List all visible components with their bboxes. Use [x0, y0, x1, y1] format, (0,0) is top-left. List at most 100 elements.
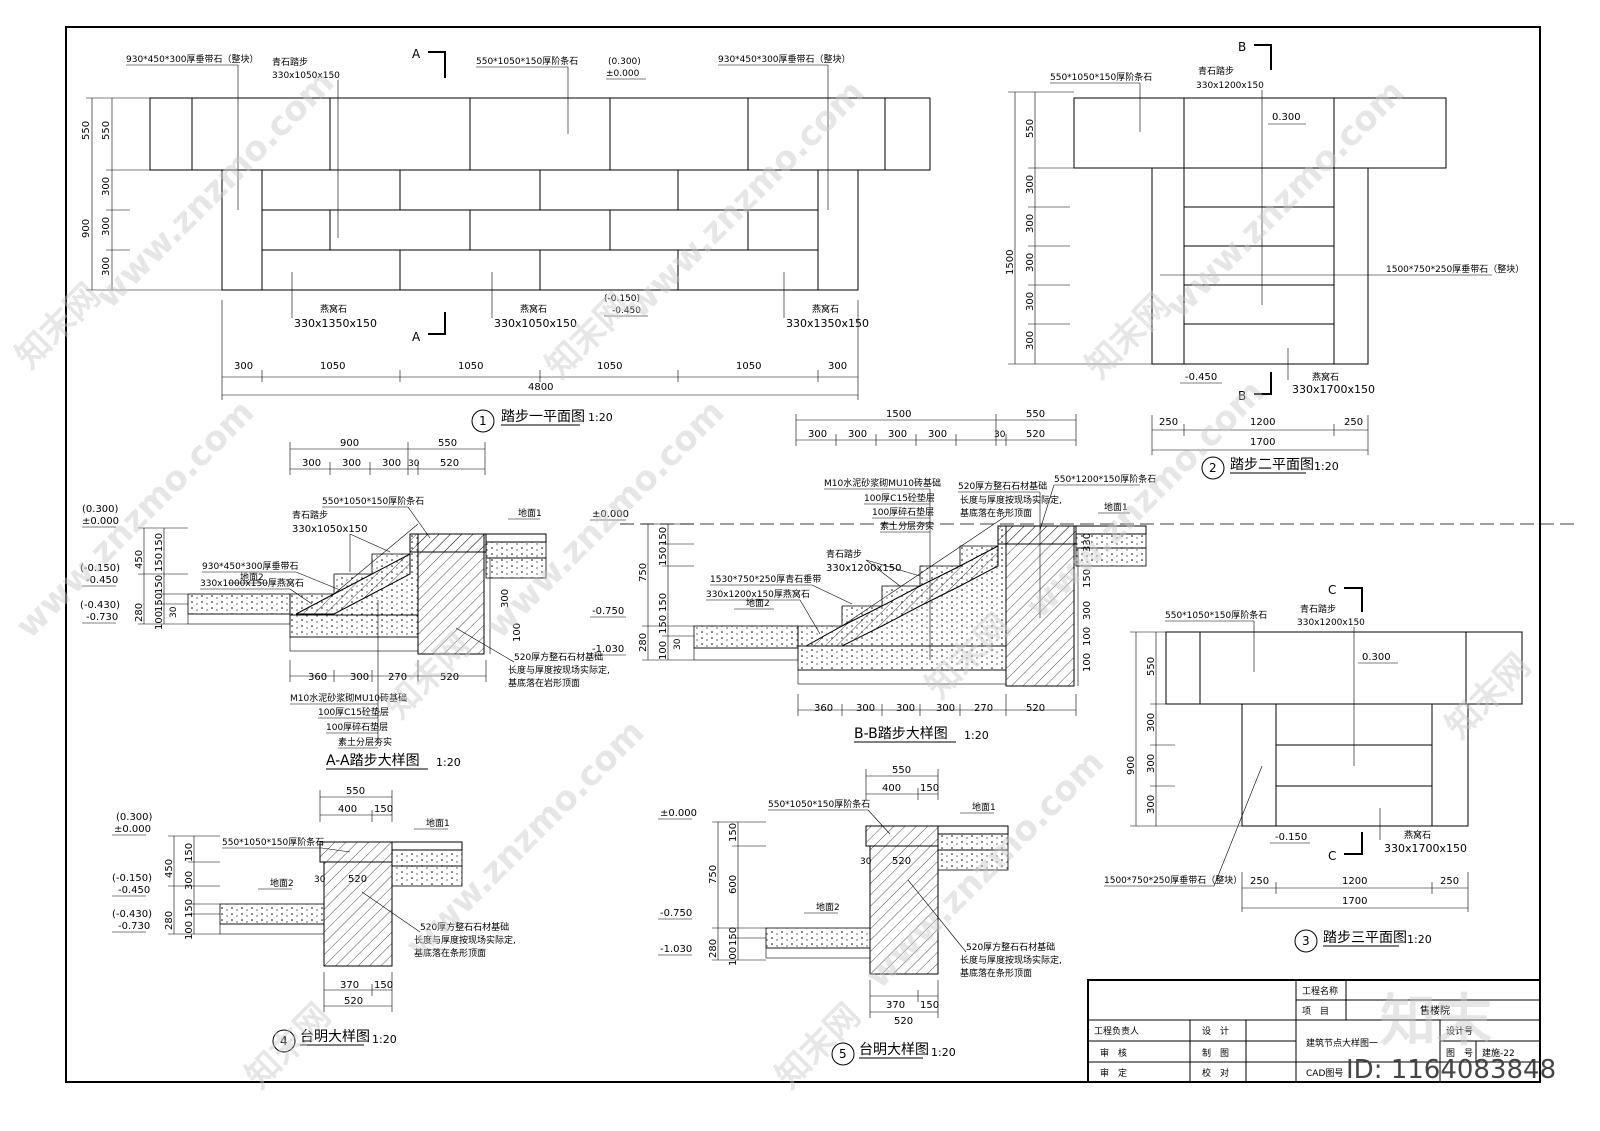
- drawing-line: [867, 809, 891, 835]
- drawing-label: 地面2: [816, 901, 840, 913]
- drawing-label: 100: [1082, 653, 1093, 672]
- drawing-label: 300: [808, 429, 827, 440]
- drawing-line: [865, 559, 901, 587]
- drawing-label: 燕窝石: [812, 303, 839, 315]
- drawing-label: 520厚方整石石材基础: [514, 651, 603, 663]
- drawing-label: 基底落在岩形顶面: [508, 677, 580, 689]
- drawing-label: 550*1050*150厚阶条石: [222, 836, 324, 848]
- drawing-label: 300: [888, 429, 907, 440]
- drawing-shape: [804, 545, 999, 647]
- drawing-label: 青石踏步: [826, 548, 862, 560]
- drawing-label: 150: [154, 533, 165, 552]
- drawing-label: 地面1: [518, 507, 542, 519]
- drawing-label: 300: [101, 257, 112, 276]
- drawing-label: 素土分层夯实: [880, 520, 934, 532]
- drawing-label: 550: [346, 786, 365, 797]
- drawing-label: 1:20: [1407, 933, 1432, 946]
- drawing-label: 100: [658, 641, 669, 660]
- drawing-label: -0.150: [1275, 832, 1307, 843]
- drawing-label: 300: [342, 458, 361, 469]
- drawing-label: 330x1700x150: [1292, 383, 1375, 396]
- drawing-label: 300: [1146, 713, 1157, 732]
- drawing-label: 燕窝石: [320, 303, 347, 315]
- drawing-label: 1: [479, 414, 487, 428]
- drawing-label: 150: [920, 783, 939, 794]
- drawing-label: 100: [728, 947, 739, 966]
- drawing-line: [811, 584, 853, 605]
- drawing-label: 建施-22: [1482, 1047, 1515, 1059]
- drawing-label: 450: [134, 550, 145, 569]
- drawing-label: 1200: [1342, 876, 1367, 887]
- drawing-shape: [485, 557, 547, 579]
- drawing-label: (-0.150): [80, 563, 120, 574]
- drawing-label: 地面2: [240, 571, 264, 583]
- drawing-label: (-0.430): [80, 600, 120, 611]
- title-circle: [1294, 929, 1318, 953]
- drawing-label: 长度与厚度按现场实际定,: [508, 664, 610, 676]
- drawing-label: M10水泥砂浆砌MU10砖基础: [290, 692, 407, 704]
- section-b-title: B-B踏步大样图: [854, 726, 948, 742]
- drawing-label: 100: [1082, 627, 1093, 646]
- drawing-label: 550*1050*150厚阶条石: [476, 55, 578, 67]
- plan1-title: 踏步一平面图: [501, 409, 585, 425]
- drawing-label: 550: [1146, 657, 1157, 676]
- drawing-line: [349, 533, 391, 553]
- drawing-label: 100: [154, 611, 165, 630]
- drawing-label: 工程负责人: [1094, 1025, 1139, 1037]
- drawing-label: 30: [408, 459, 420, 469]
- drawing-label: 长度与厚度按现场实际定,: [960, 494, 1062, 506]
- detail-4: 550 400 150 150 300 450 150 100 280 (0.3…: [112, 786, 516, 1053]
- drawing-shape: [289, 614, 419, 638]
- drawing-label: 设 计: [1202, 1025, 1229, 1037]
- drawing-label: 300: [896, 703, 915, 714]
- drawing-shape: [485, 541, 547, 559]
- drawing-label: 520: [1026, 429, 1045, 440]
- drawing-shape: [765, 927, 871, 949]
- drawing-label: 燕窝石: [1404, 829, 1431, 841]
- drawing-label: 基底落在条形顶面: [414, 947, 486, 959]
- drawing-shape: [289, 636, 419, 652]
- drawing-shape: [1075, 547, 1147, 567]
- drawing-label: (0.300): [608, 57, 641, 67]
- drawing-label: 930*450*300厚垂带石: [202, 560, 299, 572]
- drawing-line: [321, 847, 351, 853]
- drawing-label: 100: [512, 623, 523, 642]
- drawing-label: 520: [894, 1016, 913, 1027]
- drawing-label: 300: [1082, 601, 1093, 620]
- drawing-label: 520: [440, 458, 459, 469]
- drawing-label: 1530*750*250厚青石垂带: [710, 573, 821, 585]
- drawing-label: 330x1350x150: [786, 317, 869, 330]
- plan-2: 550 300 300 300 300 300 1500 250 1200 25…: [1005, 40, 1524, 480]
- drawing-label: 30: [169, 606, 179, 618]
- drawing-label: 150: [154, 575, 165, 594]
- drawing-shape: [409, 533, 487, 553]
- drawing-label: -0.450: [612, 306, 641, 316]
- drawing-label: 300: [101, 217, 112, 236]
- drawing-label: B: [1238, 40, 1246, 54]
- drawing-label: A: [412, 330, 421, 344]
- drawing-shape: [693, 625, 799, 649]
- drawing-line: [1344, 587, 1363, 612]
- drawing-label: 360: [814, 703, 833, 714]
- drawing-shape: [391, 865, 463, 887]
- drawing-label: 300: [1025, 292, 1036, 311]
- drawing-label: 370: [886, 1000, 905, 1011]
- drawing-label: 150: [728, 823, 739, 842]
- drawing-label: 30: [314, 875, 326, 885]
- drawing-label: 520厚方整石石材基础: [420, 921, 509, 933]
- drawing-shape: [319, 841, 393, 863]
- drawing-label: 330x1050x150: [292, 524, 367, 535]
- drawing-label: 550*1050*150厚阶条石: [322, 495, 424, 507]
- drawing-label: 250: [1344, 417, 1363, 428]
- drawing-label: 300: [1025, 253, 1036, 272]
- drawing-label: 2: [1209, 461, 1217, 475]
- drawing-label: B: [1238, 389, 1246, 403]
- detail-5: 550 400 150 150 600 750 150 280 100 ±0.0…: [658, 765, 1062, 1066]
- drawing-label: -0.730: [86, 612, 118, 623]
- drawing-label: 1500: [886, 409, 911, 420]
- drawing-label: 930*450*300厚垂带石（整块）: [126, 53, 259, 65]
- drawing-label: 100: [184, 921, 195, 940]
- drawing-label: 300: [928, 429, 947, 440]
- drawing-label: 30: [860, 857, 872, 867]
